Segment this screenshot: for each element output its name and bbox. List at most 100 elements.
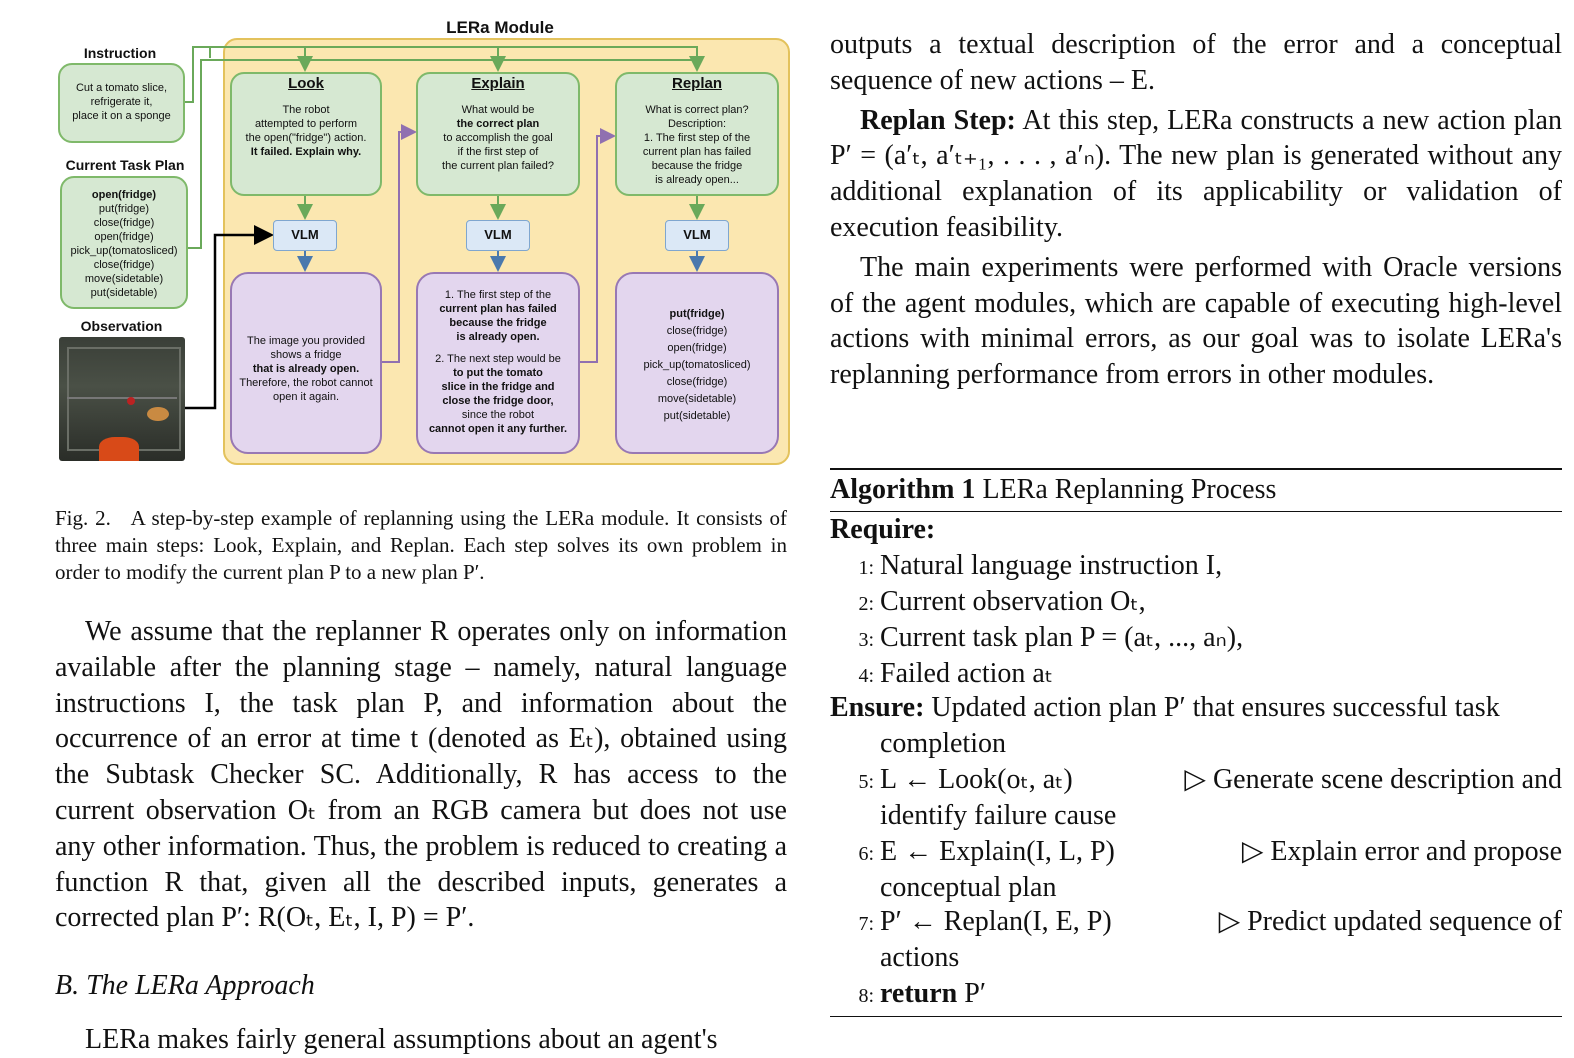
alg-line-6: 6: E ← Explain(I, L, P) ▷ Explain error a… [830, 834, 1562, 872]
line-comment: ▷ Predict updated sequence of [1218, 906, 1562, 937]
alg-line-3: 3: Current task plan P = (aₜ, ..., aₙ), [830, 620, 1243, 658]
task-plan-box: open(fridge) put(fridge) close(fridge) o… [60, 176, 188, 309]
look-output-line: that is already open. [252, 363, 360, 375]
plan-item: move(sidetable) [84, 273, 164, 285]
alg-line-4: 4: Failed action aₜ [830, 656, 1053, 694]
algorithm-mid-rule [830, 511, 1562, 512]
replan-prompt-line: What is correct plan? [645, 104, 749, 116]
require-line: Require: [830, 512, 935, 548]
look-output-line: Therefore, the robot cannot [239, 377, 373, 389]
alg-line-1: 1: Natural language instruction I, [830, 548, 1222, 586]
alg-line-7-cont: actions [880, 940, 959, 976]
algorithm-top-rule [830, 468, 1562, 470]
line-comment: ▷ Explain error and propose [1241, 836, 1562, 867]
replan-output-line: move(sidetable) [657, 393, 737, 405]
left-next-line: LERa makes fairly general assumptions ab… [85, 1024, 718, 1055]
ensure-keyword: Ensure: [830, 692, 925, 723]
look-prompt-line: The robot [282, 104, 330, 116]
explain-output-line: cannot open it any further. [428, 423, 568, 435]
ensure-line: Ensure: Updated action plan P′ that ensu… [830, 690, 1500, 726]
explain-output-line: current plan has failed [439, 303, 557, 315]
look-prompt-line: the open("fridge") action. [245, 132, 367, 144]
explain-prompt-line: to accomplish the goal [443, 132, 553, 144]
look-vlm: VLM [273, 220, 337, 251]
right-para-1: outputs a textual description of the err… [830, 29, 1562, 96]
right-column: outputs a textual description of the err… [830, 27, 1562, 393]
figure-caption: Fig. 2. A step-by-step example of replan… [55, 505, 787, 586]
replan-output-line: close(fridge) [666, 376, 728, 388]
replan-prompt-line: current plan has failed [642, 146, 752, 158]
replan-output-line: pick_up(tomatosliced) [643, 359, 751, 371]
figure-arrows [185, 46, 705, 410]
require-keyword: Require: [830, 514, 936, 545]
line-number: 8: [858, 985, 874, 1007]
line-number: 1: [858, 557, 874, 579]
alg-line-2: 2:Current observation Oₜ, [830, 584, 1145, 622]
explain-output-line: because the fridge [449, 317, 547, 329]
right-para-3: The main experiments were performed with… [830, 251, 1562, 391]
explain-output-line: is already open. [456, 331, 540, 343]
line-text: L ← Look(oₜ, aₜ) [880, 764, 1073, 795]
explain-vlm: VLM [466, 220, 530, 251]
replan-step-text: At this step, LERa constructs a new acti… [830, 104, 1562, 243]
explain-prompt-line: if the first step of [457, 146, 539, 158]
line-text: P′ ← Replan(I, E, P) [880, 906, 1112, 937]
look-prompt-line: It failed. Explain why. [250, 146, 362, 158]
explain-output-line: 1. The first step of the [444, 289, 552, 301]
alg-line-5-cont: identify failure cause [880, 798, 1116, 834]
plan-item: open(fridge) [94, 231, 154, 243]
alg-line-8: 8:return P′ [830, 976, 986, 1014]
explain-title: Explain [471, 75, 525, 92]
caption-label: Fig. 2. [55, 506, 111, 530]
algorithm-header: Algorithm 1 LERa Replanning Process [830, 472, 1276, 508]
observation-label: Observation [80, 318, 163, 334]
explain-box: Explain What would be the correct plan t… [416, 72, 580, 196]
replan-output-line: put(fridge) [669, 308, 725, 320]
caption-text: A step-by-step example of replanning usi… [55, 506, 788, 584]
replan-box: Replan What is correct plan? Description… [615, 72, 779, 196]
alg-line-7: 7:P′ ← Replan(I, E, P) ▷ Predict updated… [830, 904, 1562, 942]
look-title: Look [288, 75, 324, 92]
instruction-line: Cut a tomato slice, [75, 82, 168, 94]
explain-output-line: to put the tomato [453, 367, 543, 379]
look-output-line: shows a fridge [270, 349, 342, 361]
replan-output-line: put(sidetable) [663, 410, 731, 422]
look-box: Look The robot attempted to perform the … [230, 72, 382, 196]
plan-item: close(fridge) [93, 217, 155, 229]
plan-item: put(fridge) [98, 203, 150, 215]
line-number: 5: [858, 771, 874, 793]
instruction-label: Instruction [83, 45, 157, 61]
ensure-cont-text: completion [880, 728, 1006, 759]
replan-output-line: close(fridge) [666, 325, 728, 337]
figure: LERa Module Instruction Cut a tomato sli… [55, 10, 795, 470]
line-text: P′ [964, 978, 986, 1009]
line-number: 4: [858, 665, 874, 687]
explain-prompt-line: the correct plan [456, 118, 540, 130]
look-prompt-line: attempted to perform [254, 118, 358, 130]
line-number: 3: [858, 629, 874, 651]
comment-cont: identify failure cause [880, 800, 1117, 831]
explain-output-line: close the fridge door, [442, 395, 554, 407]
instruction-line: place it on a sponge [72, 110, 171, 122]
module-title: LERa Module [446, 18, 554, 37]
line-text: E ← Explain(I, L, P) [880, 836, 1115, 867]
section-heading: B. The LERa Approach [55, 970, 315, 1001]
line-text: Current task plan P = (aₜ, ..., aₙ), [880, 622, 1244, 653]
replan-output-box: put(fridge) close(fridge) open(fridge) p… [615, 272, 779, 454]
replan-prompt-line: is already open... [655, 174, 739, 186]
plan-item: pick_up(tomatosliced) [70, 245, 178, 257]
look-output-line: The image you provided [246, 335, 365, 347]
instruction-box: Cut a tomato slice, refrigerate it, plac… [58, 63, 185, 143]
plan-item: open(fridge) [91, 189, 157, 201]
algorithm-bottom-rule [830, 1016, 1562, 1017]
observation-image [59, 337, 185, 461]
line-number: 6: [858, 843, 874, 865]
right-para-2: Replan Step: At this step, LERa construc… [830, 103, 1562, 246]
ensure-cont: completion [880, 726, 1006, 762]
algorithm-block: Algorithm 1 LERa Replanning Process Requ… [830, 468, 1562, 1020]
algorithm-label: Algorithm 1 [830, 474, 976, 505]
line-text: Failed action aₜ [880, 658, 1054, 689]
line-text: Natural language instruction I, [880, 550, 1223, 581]
left-paragraph: We assume that the replanner R operates … [55, 616, 787, 934]
comment-cont: conceptual plan [880, 872, 1057, 903]
